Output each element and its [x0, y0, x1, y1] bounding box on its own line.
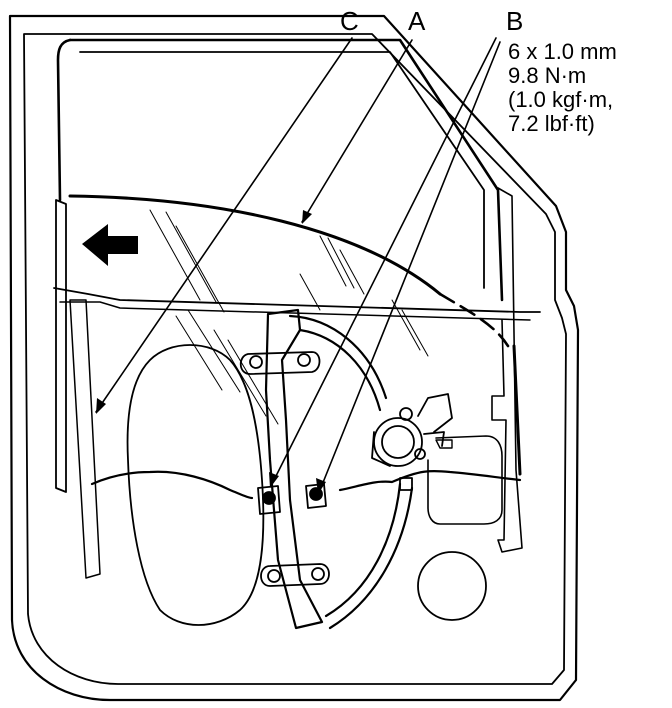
arrow-left-icon	[82, 224, 138, 266]
glass-hatch	[149, 209, 429, 425]
callout-b: B	[506, 6, 524, 36]
bolt-b-right	[305, 483, 327, 509]
door-inner-panel	[23, 33, 567, 685]
rear-channel	[55, 199, 67, 493]
cable	[90, 470, 254, 500]
leader-lines	[95, 37, 501, 491]
door-outer-panel	[8, 14, 580, 702]
access-hole-right	[427, 435, 503, 525]
regulator-rail	[264, 308, 324, 630]
bolt-b-left	[257, 485, 281, 515]
window-glass	[68, 194, 442, 296]
regulator-arc	[288, 314, 388, 400]
callout-a: A	[408, 6, 426, 36]
upper-bracket	[239, 351, 321, 375]
window-frame	[68, 38, 504, 302]
spec-torque-lbfft: 7.2 lbf·ft)	[508, 111, 595, 136]
spec-bolt-size: 6 x 1.0 mm	[508, 39, 617, 64]
speaker-hole	[417, 551, 487, 621]
front-channel	[491, 187, 523, 553]
belt-line	[53, 287, 541, 313]
leader-arrowheads	[96, 210, 326, 494]
access-hole-left	[126, 344, 265, 626]
lower-bracket	[260, 563, 330, 587]
spec-block: 6 x 1.0 mm 9.8 N·m (1.0 kgf·m, 7.2 lbf·f…	[508, 40, 617, 136]
regulator-motor	[371, 393, 453, 491]
spec-torque-kgfm: (1.0 kgf·m,	[508, 87, 614, 112]
callout-c: C	[340, 6, 359, 36]
spec-torque-nm: 9.8 N·m	[508, 63, 587, 88]
